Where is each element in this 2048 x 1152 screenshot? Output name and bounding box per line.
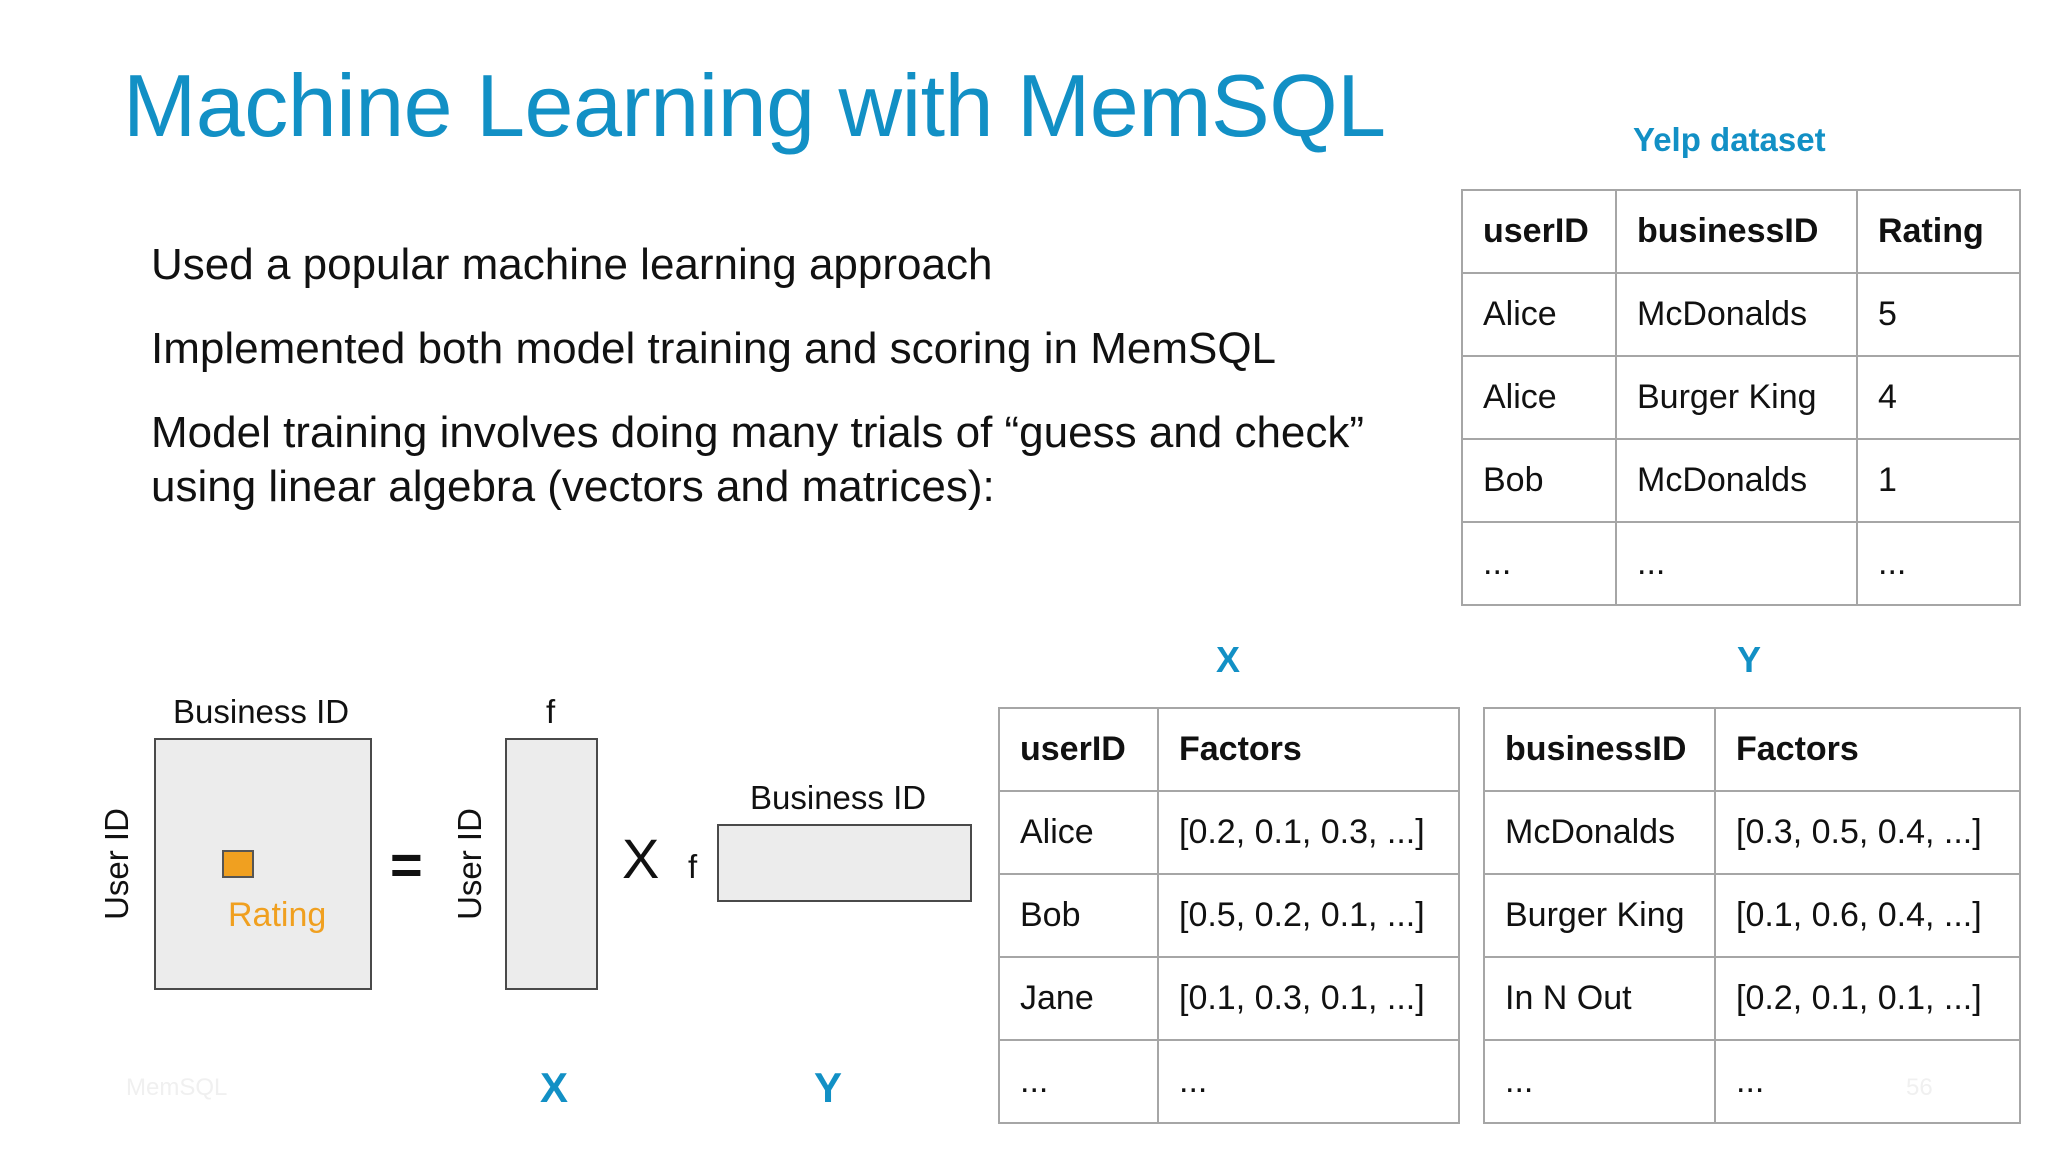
- cell: Burger King: [1483, 873, 1716, 958]
- bullet-3-line-1: Model training involves doing many trial…: [151, 408, 1365, 457]
- cell: 1: [1856, 438, 2021, 523]
- cell: In N Out: [1483, 956, 1716, 1041]
- table-row: Bob McDonalds 1: [1461, 438, 2021, 523]
- cell: [0.3, 0.5, 0.4, ...]: [1714, 790, 2021, 875]
- y-header-row: businessID Factors: [1483, 707, 2021, 792]
- table-row: ... ...: [998, 1039, 1460, 1124]
- table-row: Alice [0.2, 0.1, 0.3, ...]: [998, 790, 1460, 875]
- diagram-business-id-y: Business ID: [750, 779, 927, 816]
- cell: McDonalds: [1615, 438, 1858, 523]
- cell: ...: [1856, 521, 2021, 606]
- table-row: ... ...: [1483, 1039, 2021, 1124]
- cell: McDonalds: [1483, 790, 1716, 875]
- diagram-user-id-left: User ID: [98, 808, 135, 920]
- cell: [0.1, 0.6, 0.4, ...]: [1714, 873, 2021, 958]
- equals-sign: =: [390, 833, 423, 896]
- cell: Bob: [1461, 438, 1617, 523]
- yelp-header-rating: Rating: [1856, 189, 2021, 274]
- cell: [0.5, 0.2, 0.1, ...]: [1157, 873, 1460, 958]
- table-row: Bob [0.5, 0.2, 0.1, ...]: [998, 873, 1460, 958]
- cell: ...: [1461, 521, 1617, 606]
- table-row: Burger King [0.1, 0.6, 0.4, ...]: [1483, 873, 2021, 958]
- cell: Alice: [1461, 355, 1617, 440]
- x-table: userID Factors Alice [0.2, 0.1, 0.3, ...…: [998, 707, 1460, 1124]
- diagram-business-id-top: Business ID: [173, 693, 350, 730]
- cell: 4: [1856, 355, 2021, 440]
- cell: Jane: [998, 956, 1159, 1041]
- bullet-3-line-2: using linear algebra (vectors and matric…: [151, 462, 995, 511]
- rating-cell-marker: [222, 850, 254, 878]
- cell: ...: [1615, 521, 1858, 606]
- cell: ...: [1714, 1039, 2021, 1124]
- x-header-factors: Factors: [1157, 707, 1460, 792]
- yelp-caption: Yelp dataset: [1633, 121, 1826, 158]
- times-sign: X: [622, 827, 660, 890]
- table-row: Jane [0.1, 0.3, 0.1, ...]: [998, 956, 1460, 1041]
- diagram-rating-label: Rating: [228, 896, 327, 934]
- cell: 5: [1856, 272, 2021, 357]
- table-row: Alice McDonalds 5: [1461, 272, 2021, 357]
- diagram-f-left: f: [688, 848, 698, 885]
- diagram-f-top: f: [546, 693, 556, 730]
- cell: [0.2, 0.1, 0.1, ...]: [1714, 956, 2021, 1041]
- cell: Bob: [998, 873, 1159, 958]
- table-row: Alice Burger King 4: [1461, 355, 2021, 440]
- diagram-y-label: Y: [814, 1064, 843, 1111]
- y-table-caption: Y: [1737, 639, 1762, 680]
- y-table: businessID Factors McDonalds [0.3, 0.5, …: [1483, 707, 2021, 1124]
- cell: ...: [998, 1039, 1159, 1124]
- y-header-factors: Factors: [1714, 707, 2021, 792]
- cell: ...: [1483, 1039, 1716, 1124]
- cell: Burger King: [1615, 355, 1858, 440]
- x-header-row: userID Factors: [998, 707, 1460, 792]
- y-factor-matrix: [717, 824, 972, 902]
- x-factor-matrix: [505, 738, 598, 990]
- footer-brand: MemSQL: [126, 1074, 228, 1101]
- cell: ...: [1157, 1039, 1460, 1124]
- page-number: 56: [1906, 1074, 1933, 1101]
- yelp-header-row: userID businessID Rating: [1461, 189, 2021, 274]
- bullet-1: Used a popular machine learning approach: [151, 240, 993, 289]
- slide-title: Machine Learning with MemSQL: [123, 56, 1386, 155]
- table-row: In N Out [0.2, 0.1, 0.1, ...]: [1483, 956, 2021, 1041]
- cell: [0.1, 0.3, 0.1, ...]: [1157, 956, 1460, 1041]
- diagram-user-id-x: User ID: [451, 808, 488, 920]
- x-header-userid: userID: [998, 707, 1159, 792]
- yelp-header-businessid: businessID: [1615, 189, 1858, 274]
- cell: Alice: [1461, 272, 1617, 357]
- yelp-header-userid: userID: [1461, 189, 1617, 274]
- yelp-table: userID businessID Rating Alice McDonalds…: [1461, 189, 2021, 606]
- bullet-2: Implemented both model training and scor…: [151, 324, 1277, 373]
- table-row: McDonalds [0.3, 0.5, 0.4, ...]: [1483, 790, 2021, 875]
- cell: McDonalds: [1615, 272, 1858, 357]
- cell: Alice: [998, 790, 1159, 875]
- cell: [0.2, 0.1, 0.3, ...]: [1157, 790, 1460, 875]
- diagram-x-label: X: [540, 1064, 569, 1111]
- y-header-businessid: businessID: [1483, 707, 1716, 792]
- x-table-caption: X: [1216, 639, 1241, 680]
- rating-matrix: [154, 738, 372, 990]
- table-row: ... ... ...: [1461, 521, 2021, 606]
